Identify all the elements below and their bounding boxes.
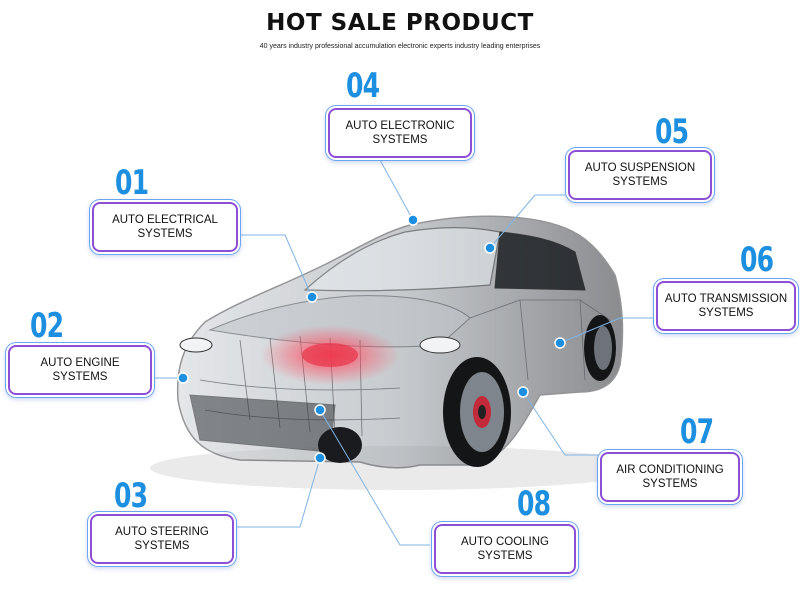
front-left-wheel [318, 427, 362, 463]
system-label-line2: SYSTEMS [137, 228, 193, 240]
system-card-auto-electronic[interactable]: AUTO ELECTRONIC SYSTEMS [328, 108, 472, 158]
connector-lines [150, 159, 655, 546]
system-number-01: 01 [115, 163, 149, 203]
system-card-air-conditioning[interactable]: AIR CONDITIONING SYSTEMS [600, 452, 740, 502]
front-right-wheel [443, 357, 511, 467]
system-card-auto-engine[interactable]: AUTO ENGINE SYSTEMS [8, 345, 152, 395]
hotspot-06-icon [554, 337, 566, 349]
system-label-line1: AUTO COOLING [461, 536, 549, 548]
system-label-line2: SYSTEMS [134, 540, 190, 552]
hotspot-08-icon [314, 404, 326, 416]
system-card-auto-electrical[interactable]: AUTO ELECTRICAL SYSTEMS [92, 202, 238, 252]
system-card-auto-steering[interactable]: AUTO STEERING SYSTEMS [90, 514, 234, 564]
system-label-line1: AUTO ENGINE [40, 357, 120, 369]
hotspot-02-icon [177, 372, 189, 384]
connector-08 [319, 409, 430, 546]
system-number-05: 05 [655, 112, 689, 152]
connector-06 [559, 317, 655, 344]
system-number-07: 07 [680, 412, 714, 452]
connector-04 [379, 159, 414, 221]
connector-07 [522, 391, 598, 456]
connector-03 [232, 457, 321, 528]
system-number-06: 06 [740, 240, 774, 280]
system-label-line2: SYSTEMS [372, 134, 428, 146]
system-number-04: 04 [346, 66, 380, 106]
connector-05 [489, 194, 565, 249]
right-headlight [419, 336, 461, 354]
system-card-auto-cooling[interactable]: AUTO COOLING SYSTEMS [434, 524, 576, 574]
system-label-line2: SYSTEMS [642, 478, 698, 490]
system-label-line1: AUTO TRANSMISSION [664, 293, 788, 305]
page-subtitle: 40 years industry professional accumulat… [259, 43, 541, 50]
car-side-windows [494, 231, 586, 291]
rear-right-wheel [584, 315, 616, 381]
car-windshield [303, 226, 501, 292]
hotspot-01-icon [306, 291, 318, 303]
system-label-line1: AUTO ELECTRICAL [112, 214, 218, 226]
hotspot-04-icon [407, 214, 419, 226]
system-label-line2: SYSTEMS [477, 550, 533, 562]
system-label-line1: AUTO ELECTRONIC [345, 120, 455, 132]
system-label-line2: SYSTEMS [612, 176, 668, 188]
hotspots [177, 214, 566, 464]
hotspot-05-icon [484, 242, 496, 254]
system-number-08: 08 [517, 484, 551, 524]
system-card-auto-suspension[interactable]: AUTO SUSPENSION SYSTEMS [568, 150, 712, 200]
hotspot-07-icon [517, 386, 529, 398]
system-card-auto-transmission[interactable]: AUTO TRANSMISSION SYSTEMS [656, 281, 796, 331]
system-label-line1: AIR CONDITIONING [616, 464, 724, 476]
system-label-line1: AUTO SUSPENSION [584, 162, 696, 174]
system-number-03: 03 [114, 476, 148, 516]
left-headlight [179, 337, 213, 353]
hotspot-03-icon [314, 452, 326, 464]
connector-01 [235, 234, 313, 298]
system-number-02: 02 [30, 306, 64, 346]
system-label-line1: AUTO STEERING [115, 526, 209, 538]
system-label-line2: SYSTEMS [52, 371, 108, 383]
page-title: HOT SALE PRODUCT [266, 10, 534, 36]
system-label-line2: SYSTEMS [698, 307, 754, 319]
